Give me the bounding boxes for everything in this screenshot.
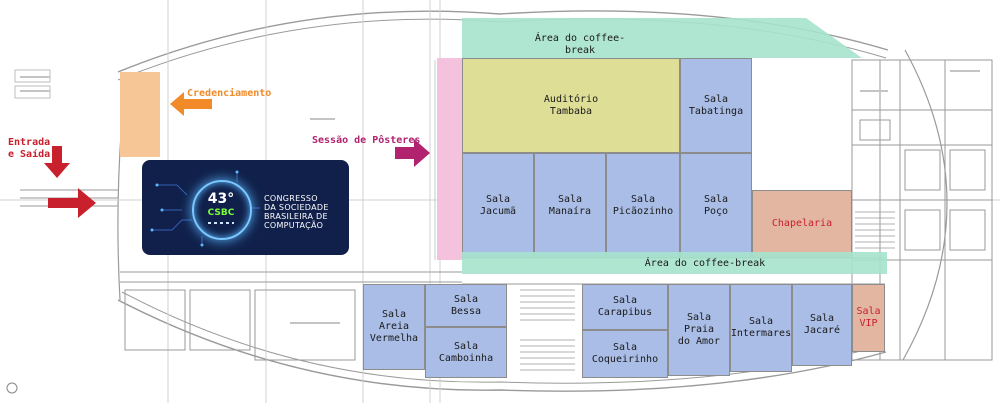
- room-label: Sala Bessa: [450, 293, 482, 317]
- room-label: Sala Praia do Amor: [677, 312, 721, 347]
- room-label: Sala VIP: [856, 306, 881, 329]
- credenciamento-label: Credenciamento: [187, 88, 272, 99]
- down-arrow-icon: [44, 146, 70, 178]
- room-picaozinho[interactable]: Sala Picãozinho: [606, 153, 680, 258]
- logo-number: 43°: [207, 191, 235, 207]
- posteres-label: Sessão de Pôsteres: [312, 135, 421, 146]
- room-vip[interactable]: Sala VIP: [852, 284, 885, 352]
- room-label: Sala Picãozinho: [612, 193, 674, 217]
- room-intermares[interactable]: Sala Intermares: [730, 284, 792, 372]
- room-label: Sala Poço: [703, 193, 729, 217]
- room-tabatinga[interactable]: Sala Tabatinga: [680, 58, 752, 153]
- room-label: Sala Areia Vermelha: [369, 309, 419, 344]
- room-label: Sala Camboinha: [438, 340, 494, 364]
- coffee-break-area-top: [462, 18, 862, 58]
- room-label: Sala Manaíra: [548, 193, 592, 217]
- room-carapibus[interactable]: Sala Carapibus: [582, 284, 668, 330]
- room-auditorio-tambaba[interactable]: Auditório Tambaba: [462, 58, 680, 153]
- room-bessa[interactable]: Sala Bessa: [425, 284, 507, 327]
- room-label: Sala Jacumã: [479, 193, 517, 217]
- entrada-label: Entrada e Saída: [8, 137, 51, 160]
- room-label: Sala Jacaré: [803, 313, 841, 336]
- room-jacare[interactable]: Sala Jacaré: [792, 284, 852, 366]
- coffee-break-label-bottom: Área do coffee-break: [644, 258, 766, 269]
- circuit-decoration: [150, 170, 260, 247]
- left-arrow-icon: [170, 92, 212, 116]
- room-camboinha[interactable]: Sala Camboinha: [425, 327, 507, 378]
- room-label: Chapelaria: [771, 218, 833, 229]
- room-manaira[interactable]: Sala Manaíra: [534, 153, 606, 258]
- room-label: Sala Carapibus: [597, 295, 653, 318]
- room-label: Sala Intermares: [730, 316, 792, 339]
- logo-dots: [208, 222, 234, 224]
- coffee-break-label-top: Área do coffee-break: [534, 33, 626, 56]
- credenciamento-area: [120, 72, 160, 157]
- logo-abbr: CSBC: [207, 208, 235, 218]
- right-arrow-icon: [48, 188, 96, 218]
- room-label: Auditório Tambaba: [543, 93, 599, 117]
- logo-text: CONGRESSO DA SOCIEDADE BRASILEIRA DE COM…: [264, 194, 329, 230]
- room-label: Sala Coqueirinho: [591, 342, 659, 365]
- room-areia-vermelha[interactable]: Sala Areia Vermelha: [363, 284, 425, 370]
- poster-session-area: [437, 58, 462, 260]
- logo-ring: [192, 180, 252, 240]
- room-coqueirinho[interactable]: Sala Coqueirinho: [582, 330, 668, 378]
- room-praia-do-amor[interactable]: Sala Praia do Amor: [668, 284, 730, 376]
- room-jacuma[interactable]: Sala Jacumã: [462, 153, 534, 258]
- coffee-break-area-bottom: [462, 252, 887, 274]
- right-arrow-icon: [395, 139, 430, 167]
- csbc-logo: 43° CSBC CONGRESSO DA SOCIEDADE BRASILEI…: [142, 160, 349, 255]
- room-label: Sala Tabatinga: [688, 93, 744, 117]
